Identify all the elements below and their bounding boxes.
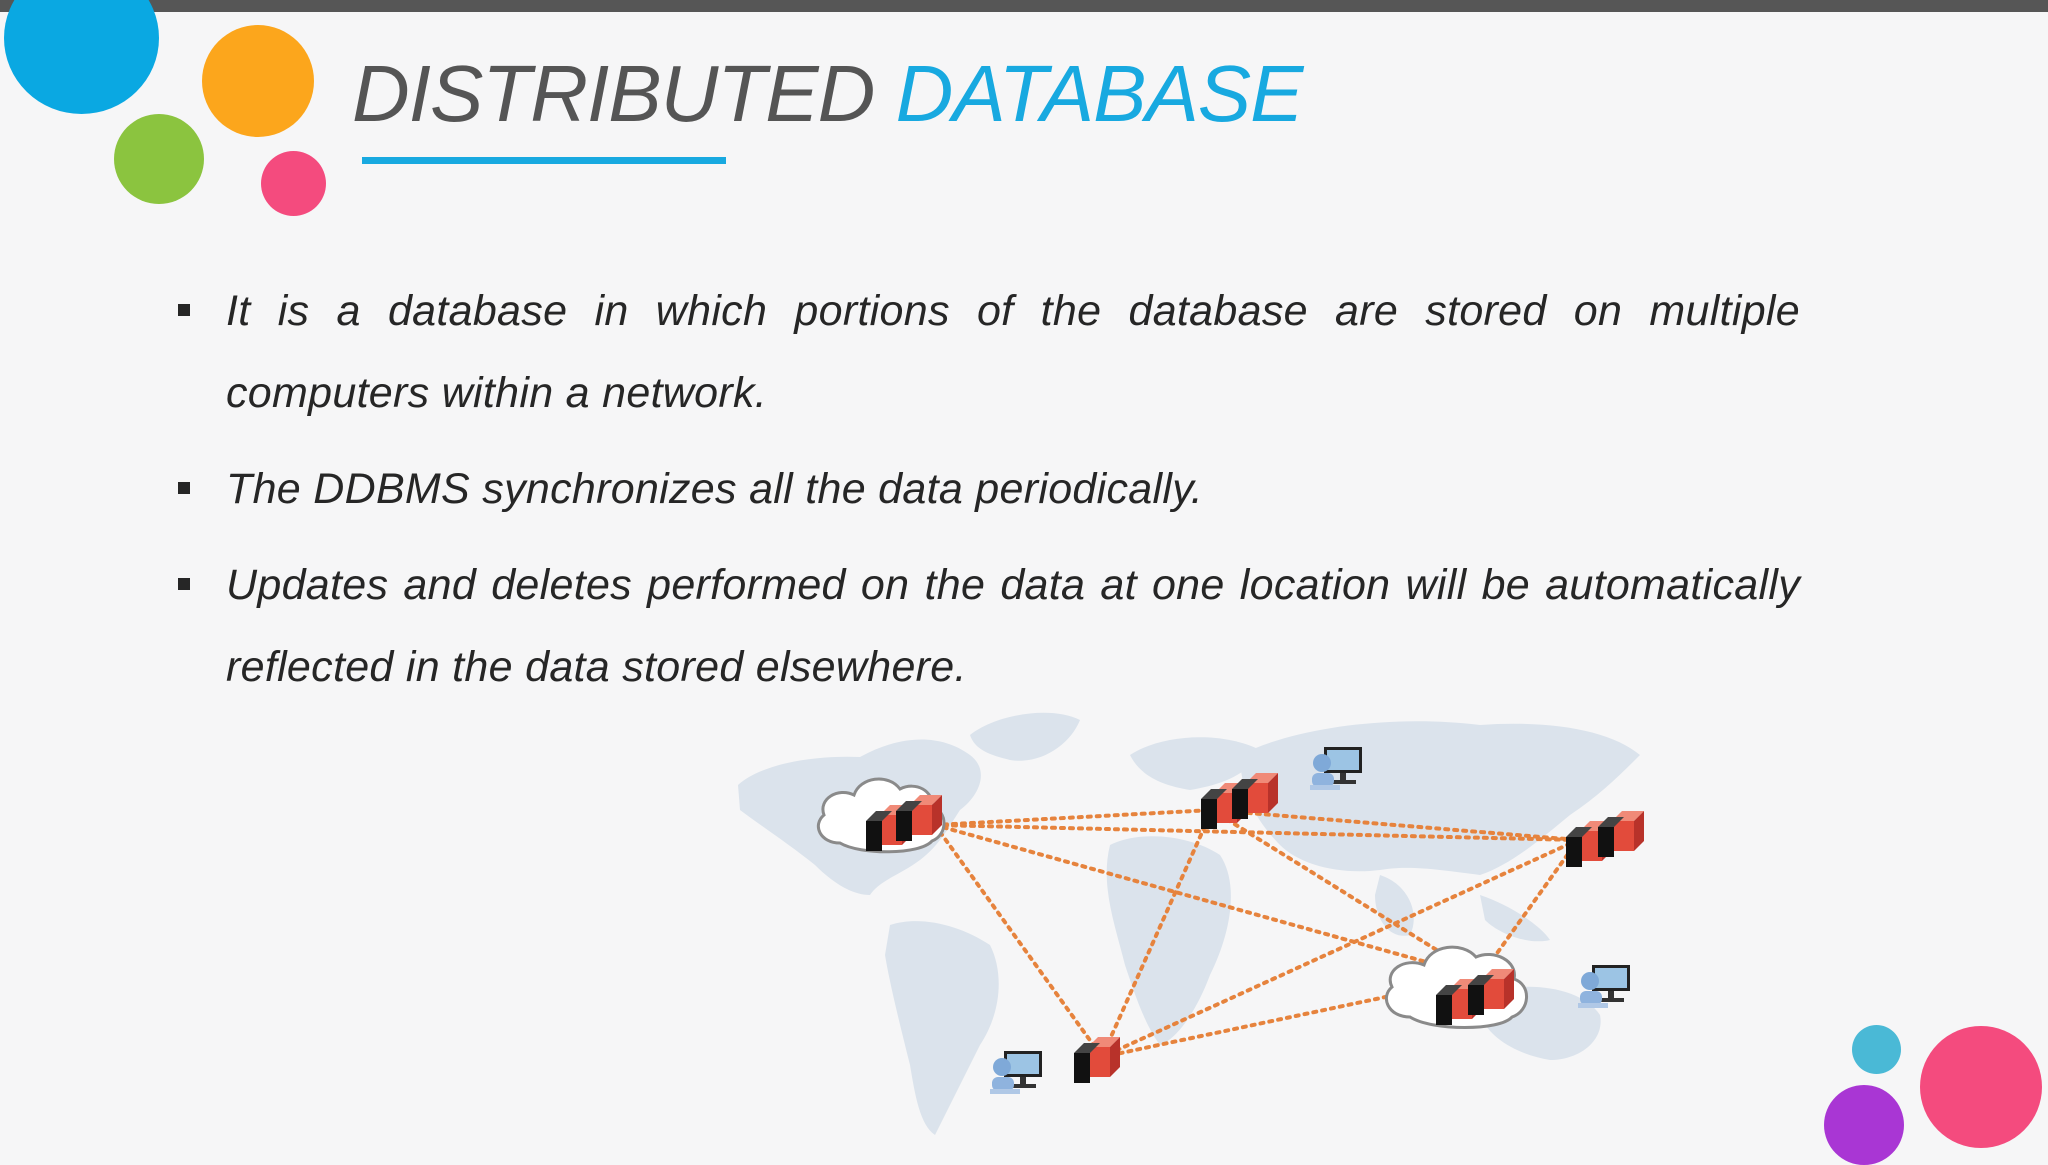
decor-teal-circle [1852, 1025, 1901, 1074]
decor-orange-circle [202, 25, 314, 137]
bullet-marker [178, 482, 190, 494]
bullet-item: It is a database in which portions of th… [172, 270, 1800, 434]
world-map-shape [738, 712, 1640, 1135]
bullet-marker [178, 578, 190, 590]
bullet-text: It is a database in which portions of th… [226, 287, 1800, 417]
title-underline [362, 157, 726, 164]
connection-lines [933, 808, 1580, 1059]
decor-blue-circle [4, 0, 159, 114]
bullet-item: Updates and deletes performed on the dat… [172, 544, 1800, 708]
decor-pink-circle [261, 151, 326, 216]
workstation-icon [1578, 965, 1630, 1008]
east-asia-server [1566, 811, 1644, 867]
title-part-2: DATABASE [895, 49, 1304, 138]
decor-green-circle [114, 114, 204, 204]
north-america-cloud-server [817, 777, 946, 854]
workstation-icon [990, 1051, 1042, 1094]
decor-magenta-circle [1920, 1026, 2042, 1148]
bullet-text: The DDBMS synchronizes all the data peri… [226, 465, 1204, 513]
distributed-network-illustration [738, 712, 1644, 1135]
bullet-marker [178, 304, 190, 316]
bullet-text: Updates and deletes performed on the dat… [226, 561, 1800, 691]
title-part-1: DISTRIBUTED [352, 49, 875, 138]
decor-purple-circle [1824, 1085, 1904, 1165]
slide-title: DISTRIBUTED DATABASE [352, 48, 1304, 140]
bullet-list: It is a database in which portions of th… [172, 270, 1800, 722]
bullet-item: The DDBMS synchronizes all the data peri… [172, 448, 1800, 530]
top-bar [0, 0, 2048, 12]
southeast-asia-cloud-server [1385, 945, 1528, 1029]
south-america-server [1074, 1037, 1120, 1083]
